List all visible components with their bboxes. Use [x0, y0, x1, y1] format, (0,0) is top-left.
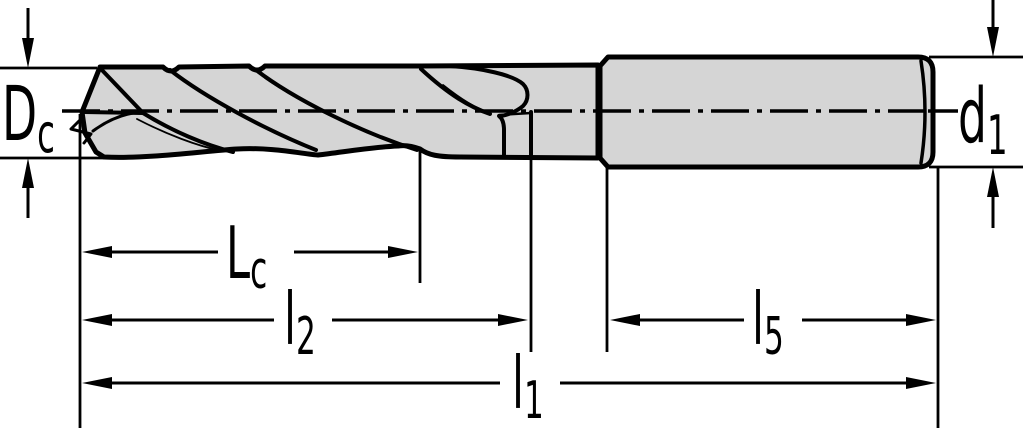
lc-right-arrowhead	[388, 246, 418, 258]
dc-bottom-arrowhead	[22, 158, 34, 188]
dim-dc-group: Dc	[0, 8, 106, 218]
svg-text:l2: l2	[284, 279, 316, 368]
dim-lc-group: Lc	[82, 213, 418, 302]
label-d1: d1	[958, 72, 1008, 168]
drill-shank	[597, 54, 936, 170]
lc-left-arrowhead	[82, 246, 112, 258]
extension-lines	[78, 114, 940, 428]
label-l1-sub: 1	[524, 371, 544, 432]
label-d1-sub: 1	[987, 105, 1008, 167]
label-l5-sub: 5	[764, 307, 784, 368]
label-lc-sub: c	[250, 241, 267, 302]
flute-runout-tongue	[448, 64, 530, 157]
flute-curve-1	[141, 111, 235, 154]
flute-curve-1-thin	[136, 118, 223, 152]
svg-text:Lc: Lc	[226, 213, 267, 302]
label-l5-main: l	[752, 279, 764, 363]
svg-text:l1: l1	[512, 343, 544, 432]
cutting-lip-line	[98, 66, 145, 115]
label-dc: Dc	[2, 70, 55, 166]
dim-l2-group: l2	[82, 279, 528, 368]
svg-text:Dc: Dc	[2, 70, 55, 166]
d1-top-arrowhead	[987, 27, 999, 57]
l5-right-arrowhead	[906, 314, 936, 326]
flute-curve-3-thin	[264, 77, 412, 149]
dc-top-arrowhead	[22, 38, 34, 68]
dim-l1-group: l1	[82, 343, 936, 432]
label-l2-sub: 2	[296, 307, 316, 368]
label-l2-main: l	[284, 279, 296, 363]
label-l2: l2	[284, 279, 316, 368]
label-d1-main: d	[958, 72, 987, 161]
dim-l5-group: l5	[610, 279, 936, 368]
drill-fluted-body	[79, 62, 601, 161]
label-dc-sub: c	[37, 103, 55, 165]
runout-connector	[497, 111, 533, 117]
l5-left-arrowhead	[610, 314, 640, 326]
label-lc: Lc	[226, 213, 267, 302]
label-l1: l1	[512, 343, 544, 432]
l2-left-arrowhead	[82, 314, 112, 326]
svg-text:d1: d1	[958, 72, 1008, 168]
label-lc-main: L	[226, 213, 250, 297]
l1-left-arrowhead	[82, 377, 112, 389]
flute-curve-2-thin	[178, 76, 310, 149]
label-dc-main: D	[2, 70, 37, 159]
label-l5: l5	[752, 279, 784, 368]
dim-d1-group: d1	[929, 0, 1023, 228]
svg-text:l5: l5	[752, 279, 784, 368]
l2-right-arrowhead	[498, 314, 528, 326]
drill-body-group	[62, 54, 958, 170]
l1-right-arrowhead	[906, 377, 936, 389]
d1-bottom-arrowhead	[987, 167, 999, 197]
drill-flute-lines	[69, 64, 533, 159]
label-l1-main: l	[512, 343, 524, 427]
